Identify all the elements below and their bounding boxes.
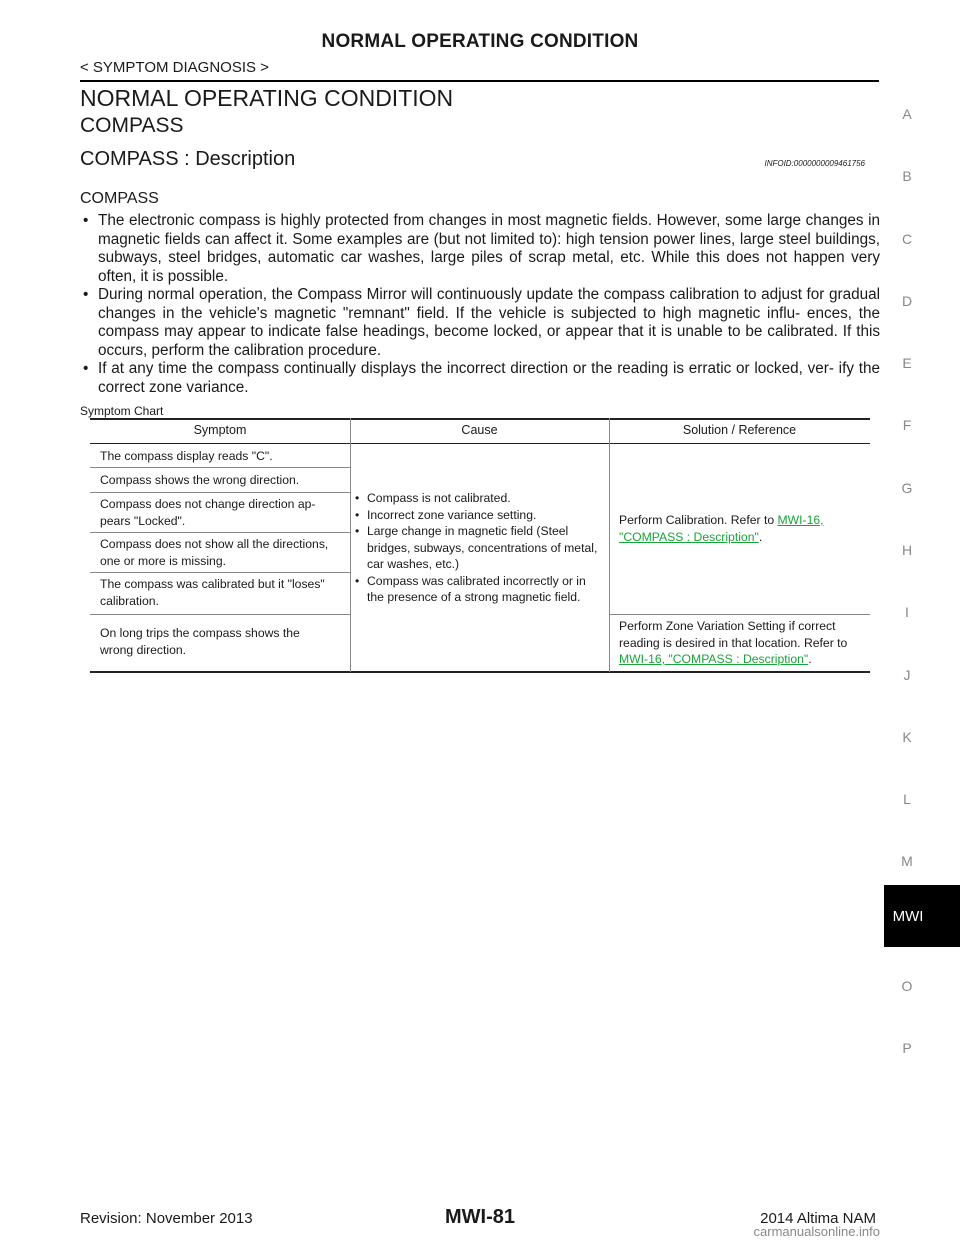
solution-end: . (808, 652, 812, 666)
footer-page-number: MWI-81 (445, 1206, 515, 1228)
breadcrumb: < SYMPTOM DIAGNOSIS > (80, 59, 269, 76)
section-tab-a[interactable]: A (902, 106, 912, 122)
solution-cell: Perform Zone Variation Setting if correc… (619, 618, 867, 668)
cause-text: Incorrect zone variance setting. (367, 507, 537, 522)
bullet-icon: • (83, 212, 89, 229)
bullet-text: During normal operation, the Compass Mir… (98, 286, 880, 359)
symptom-chart-table: Symptom Cause Solution / Reference The c… (90, 418, 870, 674)
column-header-solution: Solution / Reference (682, 423, 797, 437)
row-divider (90, 467, 350, 468)
list-item: • Large change in magnetic field (Steel b… (354, 523, 604, 573)
list-item: • Compass was calibrated incorrectly or i… (354, 573, 604, 606)
footer-watermark: carmanualsonline.info (753, 1224, 880, 1239)
description-title: COMPASS : Description (80, 148, 296, 170)
page-header-title: NORMAL OPERATING CONDITION (321, 31, 639, 52)
description-bullets: • The electronic compass is highly protec… (80, 212, 880, 397)
section-tab-o[interactable]: O (901, 978, 913, 994)
header-divider (80, 80, 879, 82)
bullet-icon: • (355, 573, 360, 588)
list-item: • Compass is not calibrated. (354, 490, 604, 507)
reference-link[interactable]: "COMPASS : Description" (619, 529, 759, 544)
cause-list: • Compass is not calibrated. • Incorrect z… (354, 490, 604, 606)
list-item: • If at any time the compass continually … (80, 360, 880, 397)
symptom-cell: Compass does not show all the directions… (100, 537, 329, 568)
bullet-icon: • (355, 524, 360, 538)
paragraph-heading: COMPASS (80, 190, 159, 207)
solution-end: . (758, 529, 763, 544)
footer-model: 2014 Altima NAM (760, 1210, 876, 1227)
solution-cell: Perform Calibration. Refer to MWI-16, "C… (619, 512, 864, 545)
section-tab-d[interactable]: D (901, 293, 913, 309)
bullet-icon: • (355, 491, 360, 505)
bullet-icon: • (83, 360, 89, 377)
cause-text: Compass is not calibrated. (367, 491, 511, 505)
list-item: • During normal operation, the Compass Mi… (80, 286, 880, 360)
row-divider (90, 572, 350, 573)
symptom-cell: On long trips the compass shows the wron… (100, 626, 300, 657)
symptom-cell: Compass does not change direction ap- pe… (100, 497, 316, 528)
table-bottom-rule (90, 671, 870, 673)
section-tab-sidebar: A B C D E F G H I J K L M MWI O P (884, 0, 960, 1242)
symptom-chart-caption: Symptom Chart (80, 404, 164, 418)
section-tab-mwi-active[interactable]: MWI (884, 885, 960, 947)
section-tab-i[interactable]: I (905, 604, 909, 620)
section-tab-c[interactable]: C (901, 231, 913, 247)
column-header-symptom: Symptom (193, 423, 247, 437)
row-divider (609, 614, 870, 615)
symptom-cell: The compass was calibrated but it "loses… (100, 577, 325, 608)
subsection-title: COMPASS (80, 114, 184, 137)
bullet-text: The electronic compass is highly protect… (98, 212, 880, 285)
section-title: NORMAL OPERATING CONDITION (80, 85, 454, 111)
cause-text: Compass was calibrated incorrectly or in… (367, 573, 586, 605)
bullet-icon: • (83, 286, 89, 303)
solution-text: Perform Zone Variation Setting if correc… (619, 619, 848, 650)
row-divider (90, 532, 350, 533)
row-divider (90, 492, 350, 493)
solution-text: Perform Calibration. Refer to (619, 513, 778, 527)
section-tab-g[interactable]: G (901, 480, 913, 496)
list-item: • Incorrect zone variance setting. (354, 507, 604, 524)
cause-text: Large change in magnetic field (Steel br… (367, 524, 598, 571)
section-tab-j[interactable]: J (903, 667, 911, 683)
footer-revision: Revision: November 2013 (80, 1210, 253, 1227)
section-tab-l[interactable]: L (903, 791, 911, 807)
symptom-cell: Compass shows the wrong direction. (100, 473, 300, 487)
section-tab-p[interactable]: P (902, 1040, 912, 1056)
column-divider (609, 418, 610, 672)
section-tab-h[interactable]: H (901, 542, 913, 558)
section-tab-m[interactable]: M (901, 853, 913, 869)
symptom-cell: The compass display reads "C". (100, 449, 273, 463)
row-divider (90, 614, 350, 615)
bullet-icon: • (355, 507, 360, 522)
info-id: INFOID:0000000009461756 (764, 159, 865, 168)
reference-link[interactable]: MWI-16, (777, 513, 824, 527)
table-top-rule (90, 418, 870, 420)
list-item: • The electronic compass is highly protec… (80, 212, 880, 286)
reference-link[interactable]: MWI-16, "COMPASS : Description" (619, 652, 809, 666)
table-header-rule (90, 443, 870, 444)
section-tab-e[interactable]: E (902, 355, 912, 371)
cause-cell: • Compass is not calibrated. • Incorrect z… (354, 490, 604, 606)
section-tab-f[interactable]: F (902, 417, 912, 433)
column-header-cause: Cause (461, 423, 498, 437)
section-tab-b[interactable]: B (902, 168, 912, 184)
column-divider (350, 418, 351, 672)
section-tab-k[interactable]: K (902, 729, 912, 745)
bullet-text: If at any time the compass continually d… (98, 360, 880, 396)
